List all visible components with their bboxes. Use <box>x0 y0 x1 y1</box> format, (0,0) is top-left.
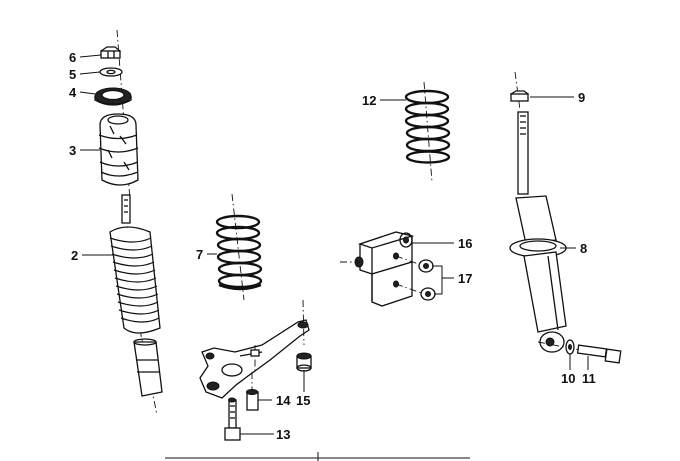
callout-4: 4 <box>69 85 77 100</box>
callout-10: 10 <box>561 371 575 386</box>
part-5-washer <box>99 67 123 77</box>
callout-14: 14 <box>276 393 291 408</box>
part-2-strut <box>109 194 163 397</box>
callout-17: 17 <box>458 271 472 286</box>
part-6-nut <box>99 46 121 59</box>
callout-6: 6 <box>69 50 76 65</box>
callout-12: 12 <box>362 93 376 108</box>
callout-8: 8 <box>580 241 587 256</box>
part-9-nut <box>509 90 529 102</box>
part-14-bolt <box>246 372 259 411</box>
control-arm-assembly <box>199 299 310 399</box>
part-8-shock-absorber <box>509 111 581 353</box>
bellows-ribs <box>109 237 160 323</box>
part-16-bracket <box>340 231 425 307</box>
part-15-bushing <box>296 352 312 372</box>
callout-9: 9 <box>578 90 585 105</box>
part-7-coil-spring <box>215 193 263 301</box>
callout-15: 15 <box>296 393 310 408</box>
leader-lines <box>79 54 589 435</box>
part-12-coil-spring <box>404 81 451 183</box>
right-shock-assembly <box>509 71 622 364</box>
callout-13: 13 <box>276 427 290 442</box>
callout-11: 11 <box>582 371 596 386</box>
part-3-bump-stop <box>98 113 139 186</box>
callout-3: 3 <box>69 143 76 158</box>
part-10-washer <box>565 339 575 355</box>
callout-7: 7 <box>196 247 203 262</box>
callout-5: 5 <box>69 67 76 82</box>
callout-labels: 6 5 4 3 2 7 12 9 8 16 17 10 11 14 15 13 <box>69 50 596 442</box>
callout-16: 16 <box>458 236 472 251</box>
part-13-bolt <box>224 397 241 441</box>
left-strut-assembly <box>94 29 163 416</box>
baseline <box>165 452 470 461</box>
callout-2: 2 <box>71 248 78 263</box>
part-11-bolt <box>576 344 622 364</box>
part-4-seat-ring <box>94 87 132 106</box>
